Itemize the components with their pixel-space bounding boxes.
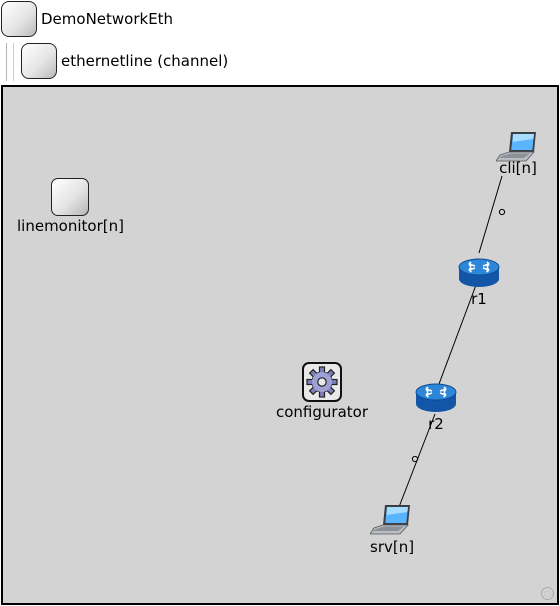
tree-guide-line bbox=[13, 43, 14, 81]
laptop-icon bbox=[496, 132, 536, 162]
module-cli[interactable]: cli[n] bbox=[496, 130, 540, 177]
laptop-icon bbox=[370, 505, 411, 535]
module-router-r1[interactable]: r1 bbox=[457, 257, 501, 308]
tree-node-demonetworketh[interactable]: DemoNetworkEth bbox=[1, 1, 173, 37]
router-icon bbox=[415, 383, 457, 412]
tree-node-ethernetline[interactable]: ethernetline (channel) bbox=[21, 43, 228, 79]
module-configurator[interactable]: configurator bbox=[276, 362, 368, 421]
channel-marker bbox=[498, 208, 506, 216]
channel-icon bbox=[21, 43, 57, 79]
generic-module-icon bbox=[51, 178, 90, 216]
module-srv[interactable]: srv[n] bbox=[370, 503, 414, 556]
module-label: configurator bbox=[276, 403, 368, 421]
channel-marker bbox=[411, 455, 419, 463]
router-icon bbox=[458, 258, 500, 287]
tree-node-label: ethernetline (channel) bbox=[61, 52, 229, 70]
tree-guide-line bbox=[6, 43, 7, 81]
tree-node-label: DemoNetworkEth bbox=[41, 10, 174, 28]
module-label: srv[n] bbox=[370, 538, 415, 556]
link-r1-r2[interactable] bbox=[438, 276, 480, 385]
module-label: linemonitor[n] bbox=[17, 217, 124, 235]
network-links bbox=[398, 175, 506, 508]
link-cli-r1[interactable] bbox=[478, 175, 503, 254]
module-label: r1 bbox=[471, 290, 487, 308]
gear-icon bbox=[302, 362, 342, 402]
module-linemonitor[interactable]: linemonitor[n] bbox=[17, 178, 124, 235]
network-canvas[interactable]: linemonitor[n] cli[n] r1 bbox=[1, 85, 559, 605]
module-label: r2 bbox=[428, 415, 444, 433]
zoom-indicator-icon: ◌ bbox=[541, 587, 554, 600]
module-router-r2[interactable]: r2 bbox=[414, 382, 458, 433]
module-icon bbox=[1, 1, 37, 37]
module-label: cli[n] bbox=[499, 159, 537, 177]
